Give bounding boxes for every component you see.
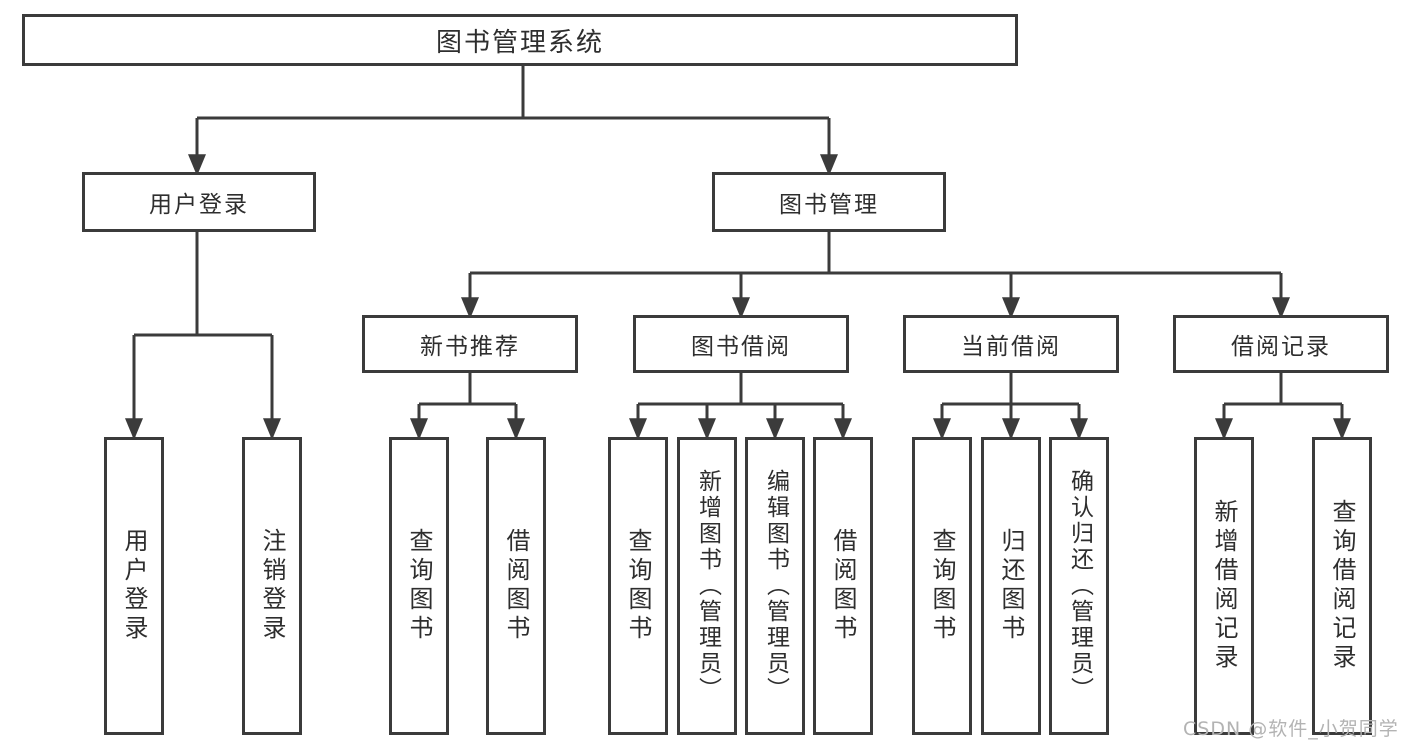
edge-book-borrow-to-leaves xyxy=(629,371,852,440)
watermark: CSDN @软件_小贺同学 xyxy=(1183,718,1399,740)
leaf-current-confirm-return-admin: 确认归还（管理员） xyxy=(1049,437,1109,735)
leaf-borrow-add-books-admin: 新增图书（管理员） xyxy=(677,437,737,735)
node-borrow-record: 借阅记录 xyxy=(1173,315,1389,373)
leaf-record-add-borrow-record: 新增借阅记录 xyxy=(1194,437,1254,735)
node-user-login: 用户登录 xyxy=(82,172,316,232)
node-book-borrow: 图书借阅 xyxy=(633,315,849,373)
edge-book-management-to-level3 xyxy=(461,230,1290,319)
node-root-system: 图书管理系统 xyxy=(22,14,1018,66)
leaf-logout: 注销登录 xyxy=(242,437,302,735)
leaf-newbook-query-books: 查询图书 xyxy=(389,437,449,735)
leaf-borrow-borrow-books: 借阅图书 xyxy=(813,437,873,735)
node-new-book-recommend: 新书推荐 xyxy=(362,315,578,373)
leaf-current-return-books: 归还图书 xyxy=(981,437,1041,735)
edge-new-book-to-leaves xyxy=(410,371,525,440)
edge-user-login-to-leaves xyxy=(125,230,281,440)
node-book-management: 图书管理 xyxy=(712,172,946,232)
leaf-record-query-borrow-record: 查询借阅记录 xyxy=(1312,437,1372,735)
leaf-newbook-borrow-books: 借阅图书 xyxy=(486,437,546,735)
leaf-user-login: 用户登录 xyxy=(104,437,164,735)
leaf-borrow-edit-books-admin: 编辑图书（管理员） xyxy=(745,437,805,735)
leaf-current-query-books: 查询图书 xyxy=(912,437,972,735)
node-current-borrow: 当前借阅 xyxy=(903,315,1119,373)
leaf-borrow-query-books: 查询图书 xyxy=(608,437,668,735)
edge-borrow-record-to-leaves xyxy=(1215,371,1351,440)
edge-current-borrow-to-leaves xyxy=(933,371,1088,440)
edge-root-to-level2 xyxy=(188,66,838,176)
